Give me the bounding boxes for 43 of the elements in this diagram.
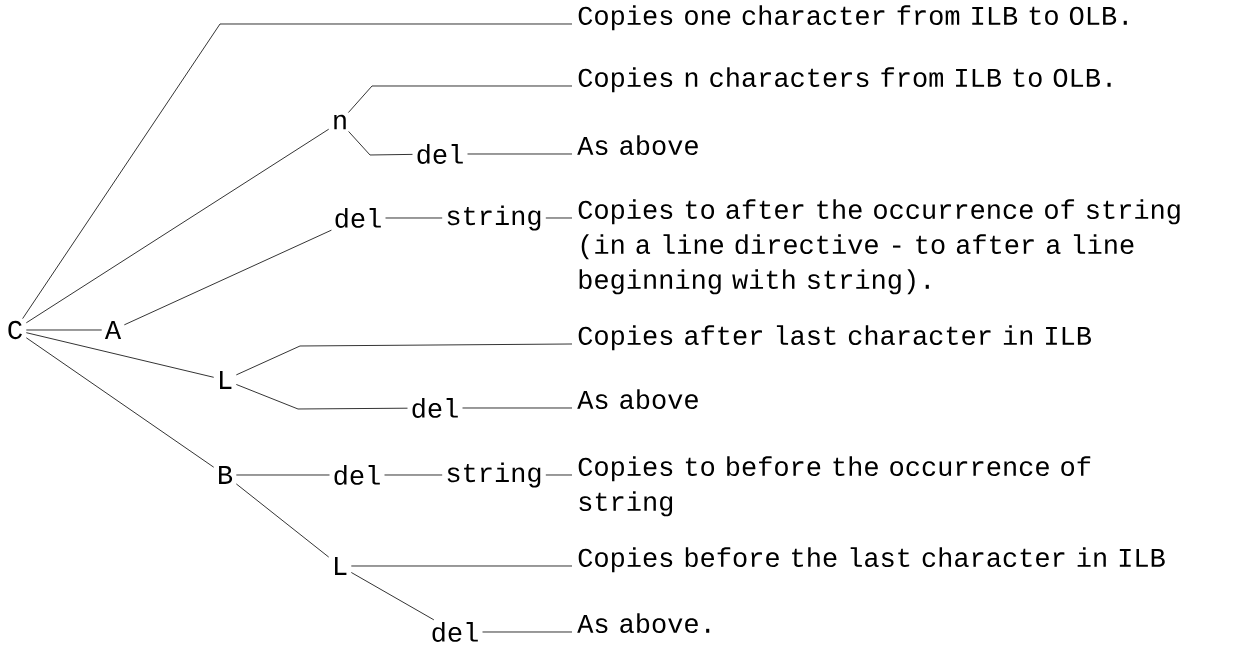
connector-line — [348, 85, 573, 113]
description-text: As above. — [577, 613, 710, 633]
connector-line — [385, 217, 443, 219]
syntax-token: L — [335, 557, 347, 575]
syntax-token: string — [447, 205, 541, 231]
connector-line — [25, 329, 103, 331]
connector-line — [348, 131, 413, 156]
description-text: Copies before the last character in ILB — [578, 547, 1165, 573]
syntax-token: del — [335, 208, 381, 228]
connector-line — [123, 229, 332, 326]
syntax-token: del — [417, 144, 463, 164]
connector-line — [22, 23, 573, 320]
syntax-token: del — [432, 622, 478, 642]
syntax-token: C — [8, 320, 22, 340]
syntax-token: del — [412, 398, 458, 418]
connector-line — [482, 631, 573, 633]
syntax-token: L — [220, 371, 232, 389]
connector-line — [462, 407, 573, 409]
connector-line — [467, 153, 573, 155]
description-text: As above — [577, 135, 698, 156]
syntax-token: string — [447, 462, 541, 488]
syntax-token: n — [334, 114, 346, 130]
description-text: Copies after last character in ILB — [578, 325, 1091, 351]
connector-line — [235, 474, 330, 476]
description-text: Copies n characters from ILB to OLB. — [578, 67, 1111, 93]
connector-line — [350, 572, 435, 621]
connector-line — [25, 332, 215, 378]
description-text: As above — [577, 389, 698, 410]
description-text: Copies to after the occurrence of string (in a line directive - to after a line beginning with string). — [578, 199, 1180, 295]
connector-line — [235, 343, 573, 376]
syntax-token: B — [219, 466, 233, 484]
connector-line — [545, 474, 573, 476]
connector-line — [545, 217, 573, 219]
connector-line — [25, 337, 215, 468]
description-text: Copies to before the occurrence of string — [578, 456, 1091, 517]
connector-line — [384, 474, 443, 476]
connector-line — [235, 483, 330, 558]
connector-line — [235, 384, 408, 410]
connector-line — [350, 565, 573, 567]
syntax-token: del — [334, 465, 380, 485]
description-text: Copies one character from ILB to OLB. — [578, 5, 1127, 31]
connector-line — [25, 128, 330, 324]
syntax-token: A — [104, 321, 122, 339]
